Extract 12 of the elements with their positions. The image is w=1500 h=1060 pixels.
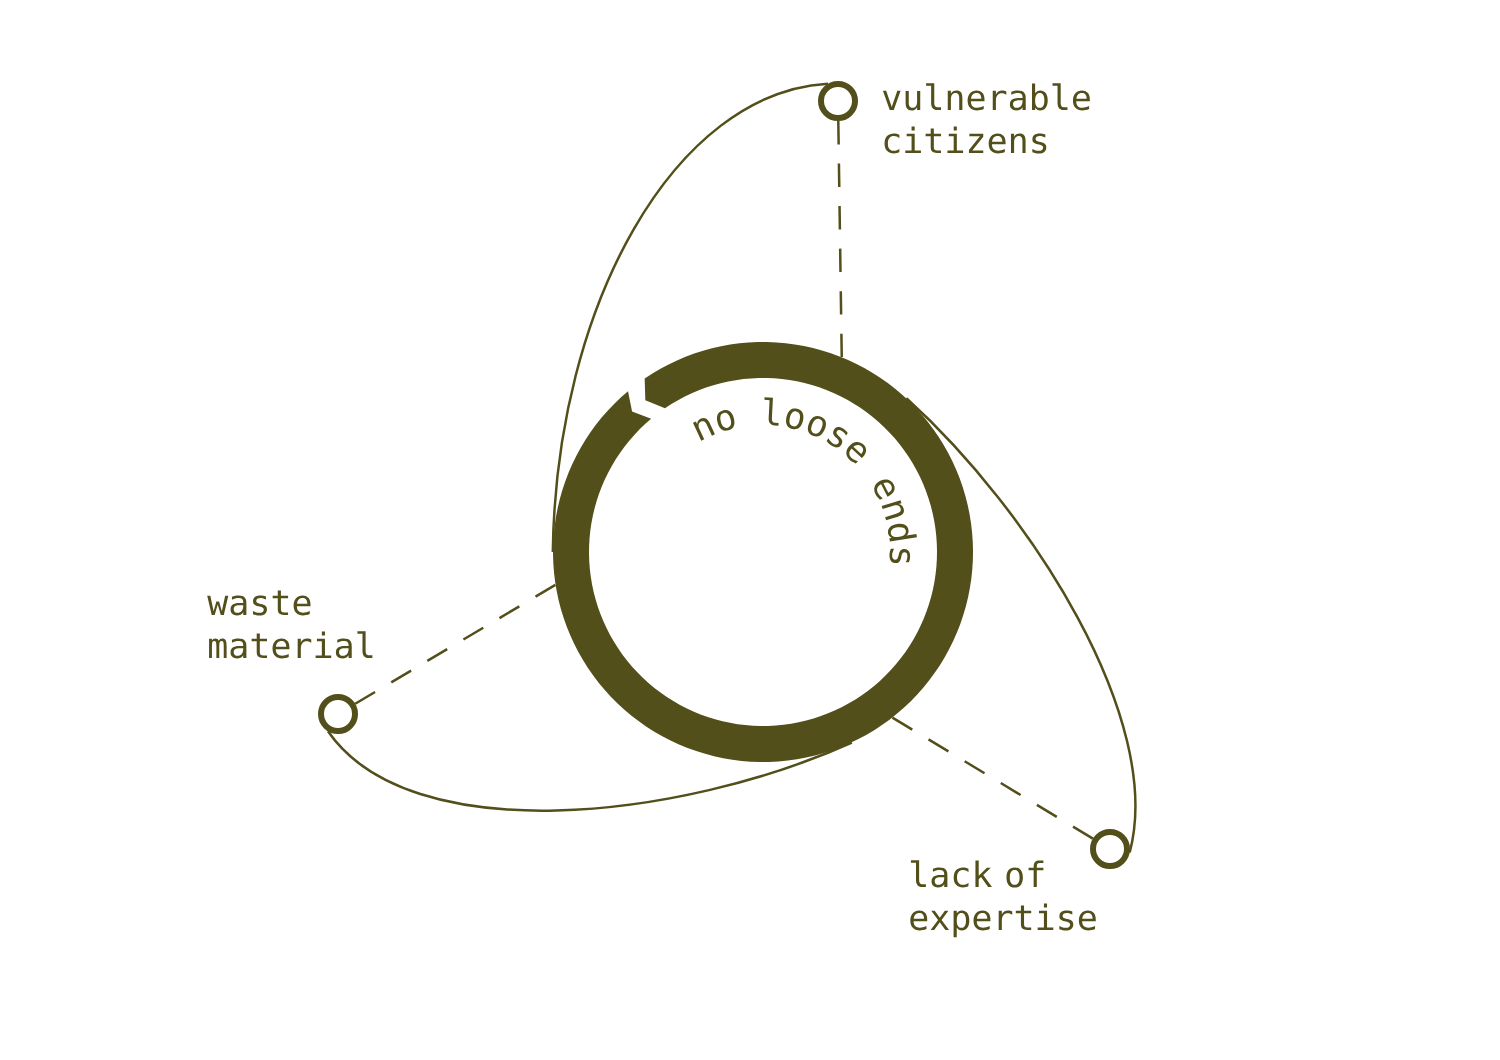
dashed-line [837,121,843,358]
dashed-line [891,716,1094,840]
circle-marker [318,694,358,734]
curved-line [905,397,1137,853]
curved-line [551,82,829,553]
curved-line [327,730,853,812]
node-label: vulnerable citizens [882,83,1090,154]
circle-marker [1090,829,1130,869]
dashed-line [354,583,557,705]
circle-marker [818,81,858,121]
node-label: waste material [207,590,373,659]
node-label: lack of expertise [910,860,1096,938]
